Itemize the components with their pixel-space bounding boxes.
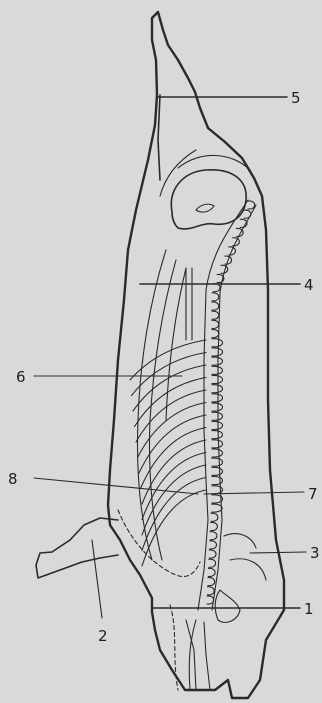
shank-outline — [158, 95, 160, 180]
vertebra — [212, 311, 219, 319]
fore-shank — [186, 620, 196, 690]
vertebra — [212, 449, 223, 457]
aitch-bone — [196, 204, 214, 212]
label-2: 2 — [98, 627, 108, 645]
leader-8 — [34, 478, 198, 494]
vertebra — [212, 403, 223, 411]
vertebra — [212, 339, 223, 347]
label-6: 6 — [16, 368, 26, 386]
vertebra — [212, 375, 223, 383]
vertebra — [212, 385, 223, 393]
inner-curve-2 — [160, 150, 196, 196]
vertebra — [209, 559, 216, 567]
vertebra — [212, 504, 223, 512]
vertebra — [212, 330, 219, 338]
vertebra — [209, 550, 216, 558]
hind-leg — [36, 518, 118, 578]
rib — [136, 390, 206, 442]
inner-curve-1 — [178, 155, 250, 170]
leader-2 — [92, 540, 102, 618]
vertebra — [211, 513, 218, 521]
vertebra — [248, 201, 255, 209]
vertebra — [212, 467, 223, 475]
brisket-curve — [224, 534, 256, 548]
vertebra — [212, 320, 219, 328]
vertebra — [213, 284, 220, 292]
vertebra — [212, 293, 219, 301]
label-5: 5 — [291, 89, 301, 107]
vertebra — [212, 421, 223, 429]
vertebra — [212, 412, 223, 420]
vertebra — [210, 532, 217, 540]
vertebra — [212, 458, 223, 466]
label-4: 4 — [304, 276, 314, 294]
vertebra — [208, 578, 215, 586]
vertebra — [212, 394, 223, 402]
shoulder-blade — [215, 590, 240, 622]
label-1: 1 — [304, 600, 314, 618]
vertebra — [211, 522, 218, 530]
spinal-line-right — [212, 205, 256, 610]
vertebra — [212, 440, 223, 448]
neck-curve — [230, 559, 266, 580]
rib — [142, 453, 206, 520]
label-3: 3 — [310, 544, 320, 562]
label-8: 8 — [8, 470, 18, 488]
vertebra — [212, 302, 219, 310]
vertebra — [210, 541, 217, 549]
vertebra — [212, 366, 223, 374]
vertebra — [208, 568, 215, 576]
spinal-line-left — [198, 200, 248, 610]
leader-3 — [250, 552, 306, 553]
rib — [142, 478, 206, 551]
rib — [135, 378, 207, 427]
diaphragm-dashed — [118, 510, 200, 577]
vertebra — [207, 587, 214, 595]
fore-shank-2 — [204, 622, 210, 690]
label-7: 7 — [308, 485, 318, 503]
vertebra — [212, 477, 223, 485]
vertebra — [212, 431, 223, 439]
vertebra — [212, 357, 223, 365]
vertebral-column — [207, 201, 255, 604]
vertebra — [212, 348, 223, 356]
